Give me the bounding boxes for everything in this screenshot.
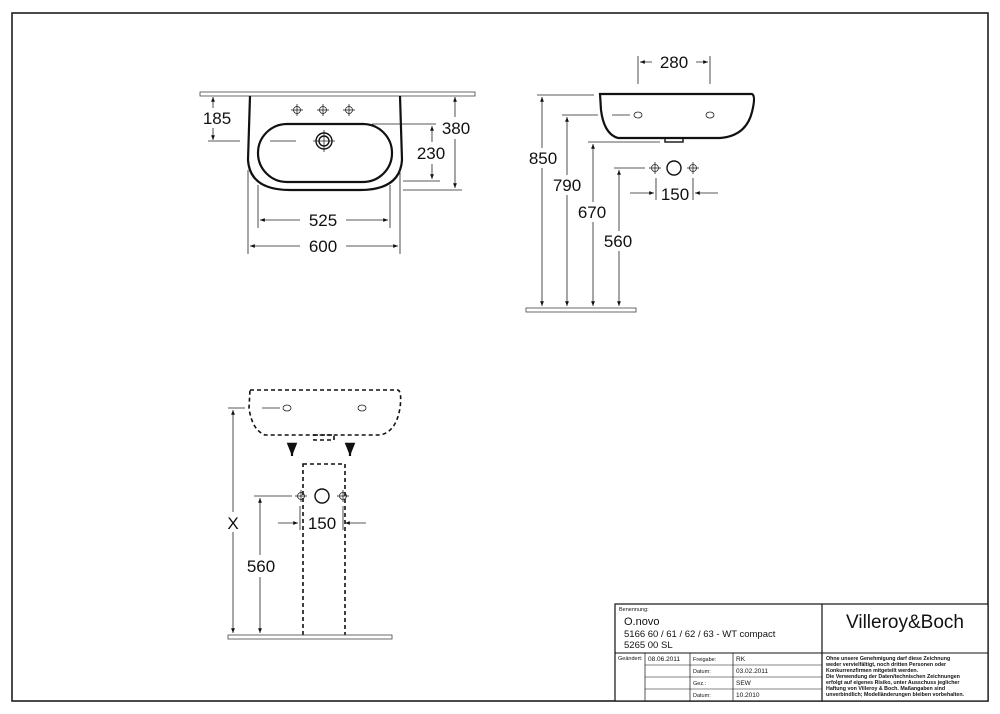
side-view: 280 850 790 670 560 150 bbox=[525, 52, 756, 313]
tap-hole-icon bbox=[316, 103, 330, 117]
dim-230: 230 bbox=[417, 144, 445, 163]
row-label: Freigabe: bbox=[693, 657, 717, 663]
dim-185: 185 bbox=[203, 109, 231, 128]
row-value: 03.02.2011 bbox=[736, 668, 768, 675]
svg-text:Konkurrenzfirmen mitgeteilt we: Konkurrenzfirmen mitgeteilt werden. bbox=[826, 668, 919, 674]
dim-150: 150 bbox=[308, 514, 336, 533]
svg-text:Ohne unsere Genehmigung darf d: Ohne unsere Genehmigung darf diese Zeich… bbox=[826, 656, 950, 662]
dim-525: 525 bbox=[309, 211, 337, 230]
row-label: Datum: bbox=[693, 693, 711, 699]
row-value: 10.2010 bbox=[736, 692, 760, 699]
dim-x: X bbox=[227, 514, 238, 533]
dim-560: 560 bbox=[604, 232, 632, 251]
svg-text:weder vervielfältigt, noch dri: weder vervielfältigt, noch dritten Perso… bbox=[825, 662, 946, 668]
basin-outline bbox=[246, 95, 404, 192]
tap-hole-icon bbox=[342, 103, 356, 117]
pedestal-view: X 560 150 bbox=[224, 389, 402, 640]
svg-text:Die Verwendung der Daten/techn: Die Verwendung der Daten/technischen Zei… bbox=[826, 674, 960, 680]
row-value: RK bbox=[736, 656, 746, 663]
product-name: O.novo bbox=[624, 616, 659, 628]
changed-label: Geändert: bbox=[618, 656, 643, 662]
top-view: 185 380 230 525 600 bbox=[198, 91, 476, 256]
dim-600: 600 bbox=[309, 237, 337, 256]
dim-560: 560 bbox=[247, 557, 275, 576]
title-block: Benennung: O.novo 5166 60 / 61 / 62 / 63… bbox=[614, 603, 989, 702]
changed-date: 08.06.2011 bbox=[648, 656, 680, 663]
wall-strip bbox=[199, 91, 476, 97]
drawing-frame bbox=[11, 12, 989, 702]
svg-text:erfolgt auf eigenes Risiko, un: erfolgt auf eigenes Risiko, unter Aussch… bbox=[826, 680, 959, 686]
dim-380: 380 bbox=[442, 119, 470, 138]
svg-text:Haftung von Villeroy & Boch. M: Haftung von Villeroy & Boch. Maßangaben … bbox=[826, 686, 945, 692]
row-value: SEW bbox=[736, 680, 752, 687]
basin-side-outline bbox=[598, 92, 756, 140]
dim-850: 850 bbox=[529, 149, 557, 168]
tap-hole-icon bbox=[290, 103, 304, 117]
designation-label: Benennung: bbox=[619, 607, 649, 613]
dim-790: 790 bbox=[553, 176, 581, 195]
drain bbox=[313, 130, 335, 152]
brand-logo: Villeroy&Boch bbox=[846, 612, 964, 633]
product-line-1: 5166 60 / 61 / 62 / 63 - WT compact bbox=[624, 629, 776, 640]
dim-150: 150 bbox=[661, 185, 689, 204]
row-label: Gez.: bbox=[693, 681, 707, 687]
dim-280: 280 bbox=[660, 53, 688, 72]
disclaimer: Ohne unsere Genehmigung darf diese Zeich… bbox=[825, 656, 965, 698]
dim-670: 670 bbox=[578, 203, 606, 222]
product-line-2: 5265 00 SL bbox=[624, 640, 673, 651]
bowl-outline bbox=[256, 122, 394, 184]
row-label: Datum: bbox=[693, 669, 711, 675]
svg-text:unverbindlich; Modelländerunge: unverbindlich; Modelländerungen bleiben … bbox=[826, 692, 965, 698]
